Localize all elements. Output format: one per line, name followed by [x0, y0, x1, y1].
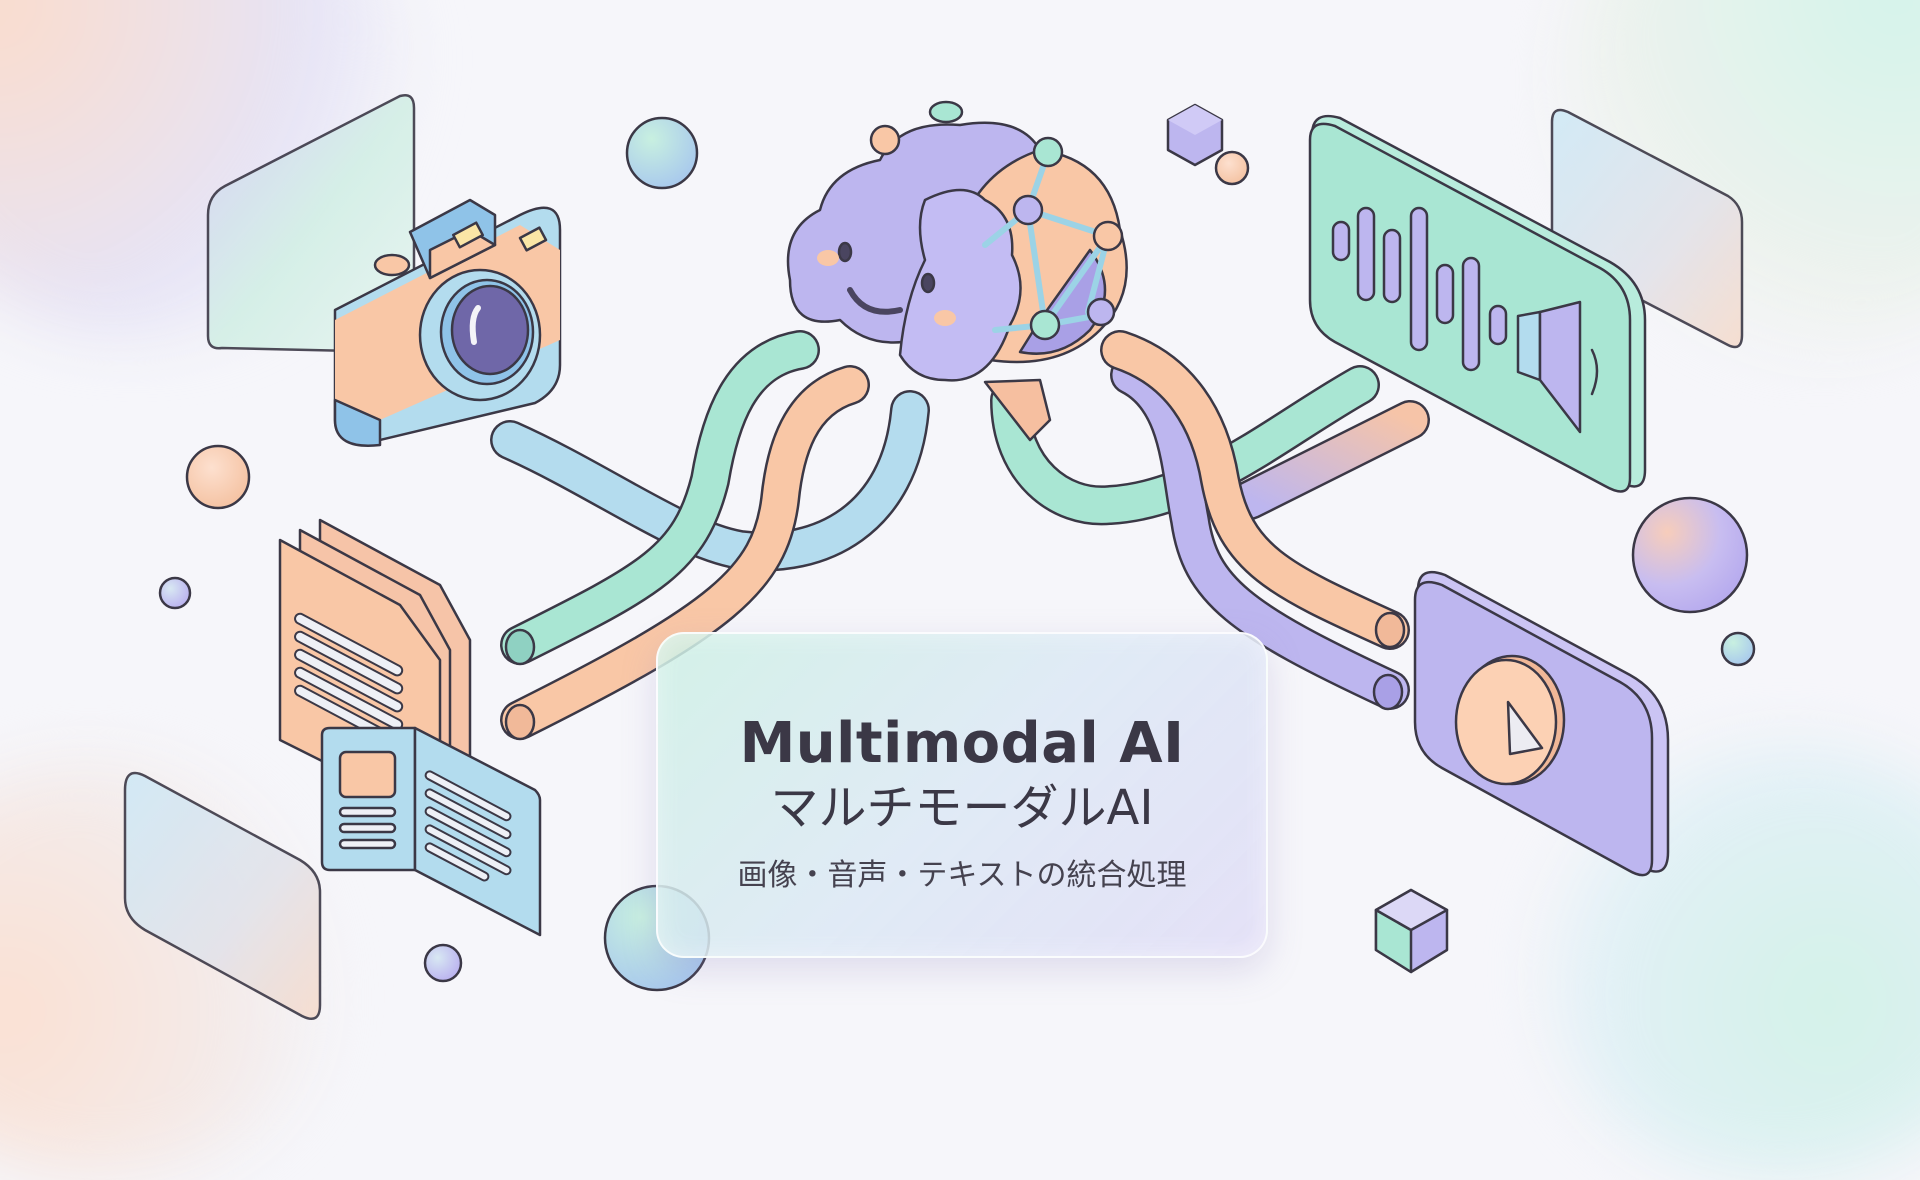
sphere-lavender-right — [1631, 496, 1749, 614]
sphere-small-left — [158, 576, 192, 610]
scene-artwork — [123, 94, 1756, 1020]
open-book-icon — [320, 726, 542, 937]
title-japanese: マルチモーダルAI — [770, 780, 1154, 837]
glass-panel-bottom-left — [123, 771, 322, 1020]
subtitle-japanese: 画像・音声・テキストの統合処理 — [737, 858, 1187, 894]
sphere-mint-top — [625, 116, 699, 190]
camera-icon — [333, 198, 562, 447]
sphere-small-right — [1720, 631, 1756, 667]
play-button-icon — [1413, 570, 1670, 877]
sphere-peach-left — [185, 444, 251, 510]
sound-wave-icon — [1308, 114, 1647, 493]
cube-lavender-top — [1166, 103, 1224, 167]
document-icon — [278, 518, 472, 822]
title-english: Multimodal AI — [739, 710, 1185, 776]
title-card: Multimodal AI マルチモーダルAI 画像・音声・テキストの統合処理 — [656, 632, 1268, 958]
sphere-peach-top — [1214, 150, 1250, 186]
cube-mint-bottom — [1374, 888, 1449, 974]
sphere-small-bottom — [423, 943, 463, 983]
brain-network-icon — [786, 100, 1128, 442]
